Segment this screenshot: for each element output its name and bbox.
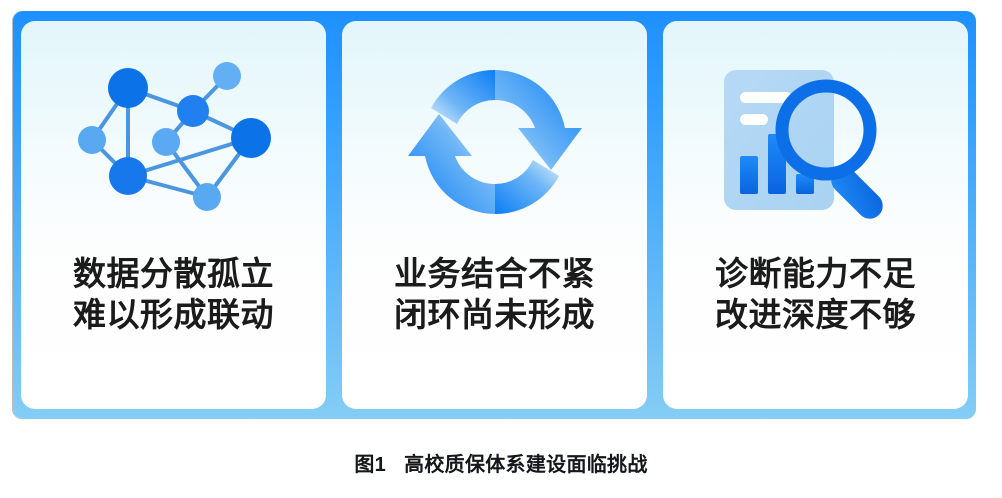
- card-icon-container: [663, 21, 968, 253]
- challenge-cards-banner: 数据分散孤立 难以形成联动: [13, 11, 976, 419]
- report-magnifier-icon: [716, 56, 916, 228]
- figure-caption-number: 图1: [354, 454, 387, 476]
- challenge-card-data-silos[interactable]: 数据分散孤立 难以形成联动: [21, 21, 326, 409]
- card-text-line-2: 改进深度不够: [715, 296, 916, 333]
- card-text: 业务结合不紧 闭环尚未形成: [394, 253, 595, 335]
- challenge-card-weak-diagnosis[interactable]: 诊断能力不足 改进深度不够: [663, 21, 968, 409]
- network-graph-icon: [76, 54, 272, 230]
- card-text: 诊断能力不足 改进深度不够: [715, 253, 916, 335]
- refresh-cycle-icon: [405, 58, 585, 226]
- figure-caption: 图1 高校质保体系建设面临挑战: [0, 452, 1002, 478]
- card-text-line-1: 诊断能力不足: [715, 255, 916, 292]
- card-text-line-1: 业务结合不紧: [394, 255, 595, 292]
- figure-caption-title: 高校质保体系建设面临挑战: [404, 454, 648, 476]
- card-text-line-2: 闭环尚未形成: [394, 296, 595, 333]
- card-icon-container: [21, 21, 326, 253]
- card-text-line-2: 难以形成联动: [73, 296, 274, 333]
- challenge-card-weak-closed-loop[interactable]: 业务结合不紧 闭环尚未形成: [342, 21, 647, 409]
- card-text: 数据分散孤立 难以形成联动: [73, 253, 274, 335]
- card-icon-container: [342, 21, 647, 253]
- card-text-line-1: 数据分散孤立: [73, 255, 274, 292]
